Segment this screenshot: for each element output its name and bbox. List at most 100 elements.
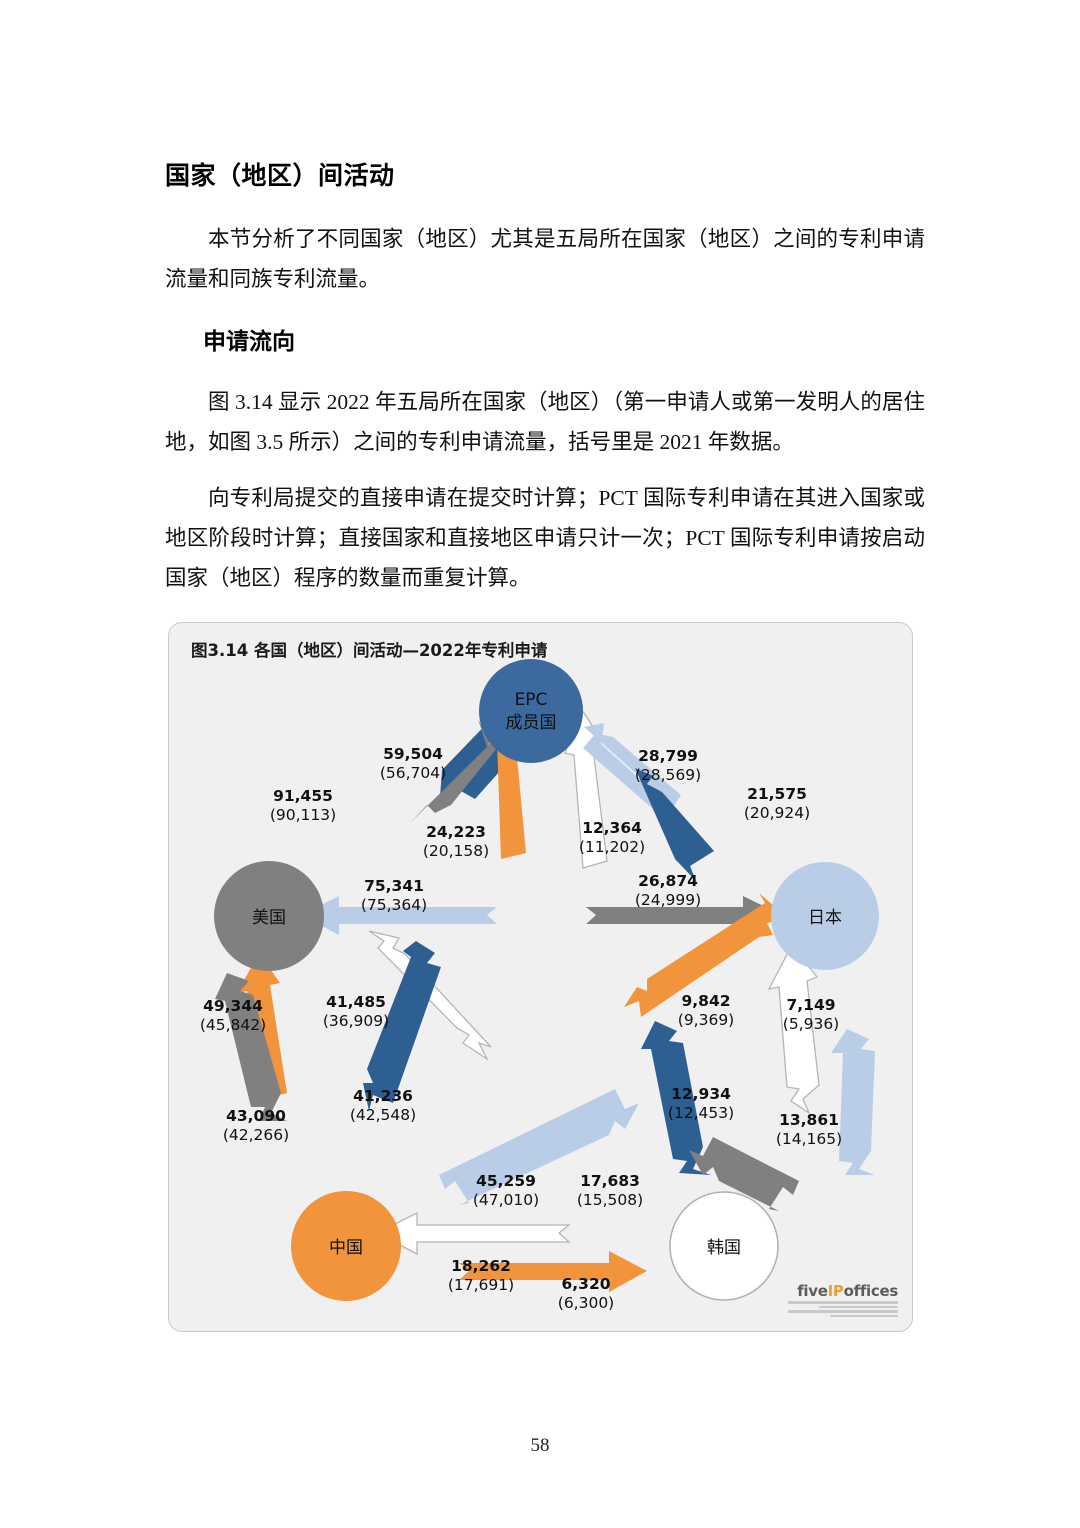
svg-text:(28,569): (28,569) [635, 766, 701, 784]
flow-diagram: EPC 成员国 美国 日本 中国 [200, 659, 879, 1312]
arrow-china-to-korea [459, 1251, 647, 1292]
svg-text:26,874: 26,874 [638, 872, 698, 890]
arrow-japan-to-usa [301, 896, 497, 935]
text-column: 国家（地区）间活动 本节分析了不同国家（地区）尤其是五局所在国家（地区）之间的专… [165, 160, 925, 598]
arrow-china-to-usa [237, 953, 287, 1099]
arrow-japan-to-korea [831, 1029, 875, 1175]
svg-text:24,223: 24,223 [426, 823, 486, 841]
figure-title: 图3.14 各国（地区）间活动—2022年专利申请 [191, 641, 548, 660]
svg-text:91,455: 91,455 [273, 787, 333, 805]
svg-text:18,262: 18,262 [451, 1257, 511, 1275]
svg-text:12,364: 12,364 [582, 819, 642, 837]
svg-text:21,575: 21,575 [747, 785, 807, 803]
logo-text-offices: offices [843, 1282, 899, 1300]
svg-text:49,344: 49,344 [203, 997, 263, 1015]
svg-text:(47,010): (47,010) [473, 1191, 539, 1209]
arrow-epc-to-china [363, 941, 441, 1111]
page-title: 国家（地区）间活动 [165, 161, 395, 190]
flow-label-china-korea: 6,320 (6,300) [558, 1275, 614, 1312]
svg-text:12,934: 12,934 [671, 1085, 731, 1103]
svg-text:41,236: 41,236 [353, 1087, 413, 1105]
svg-text:(20,158): (20,158) [423, 842, 489, 860]
arrow-usa-to-korea-lower [689, 1137, 799, 1211]
flow-label-layer: 91,455 (90,113) 59,504 (56,704) 24,223 (… [200, 745, 842, 1312]
node-china[interactable]: 中国 [291, 1191, 401, 1301]
flow-label-epc-korea: 12,934 (12,453) [668, 1085, 734, 1122]
flow-label-usa-china: 43,090 (42,266) [223, 1107, 289, 1144]
arrow-china-to-japan [624, 893, 789, 1017]
svg-text:(36,909): (36,909) [323, 1012, 389, 1030]
node-layer: EPC 成员国 美国 日本 中国 [214, 659, 879, 1301]
node-epc-label-line2: 成员国 [506, 713, 557, 733]
figure-3-14-panel: 图3.14 各国（地区）间活动—2022年专利申请 [168, 622, 913, 1332]
flow-label-china-usa: 49,344 (45,842) [200, 997, 266, 1034]
flow-label-epc-usa: 91,455 (90,113) [270, 787, 336, 824]
arrow-korea-to-japan [767, 943, 820, 1115]
svg-text:(42,266): (42,266) [223, 1126, 289, 1144]
svg-text:7,149: 7,149 [786, 996, 835, 1014]
flow-label-japan-usa: 75,341 (75,364) [361, 877, 427, 914]
node-epc-label-line1: EPC [515, 690, 548, 710]
logo-text-five: five [797, 1282, 828, 1300]
flow-label-japan-china: 45,259 (47,010) [473, 1172, 539, 1209]
paragraph-figure-ref: 图 3.14 显示 2022 年五局所在国家（地区）（第一申请人或第一发明人的居… [165, 390, 925, 455]
svg-text:75,341: 75,341 [364, 877, 424, 895]
flow-label-japan-korea: 13,861 (14,165) [776, 1111, 842, 1148]
svg-text:59,504: 59,504 [383, 745, 443, 763]
svg-text:13,861: 13,861 [779, 1111, 839, 1129]
flow-label-korea-japan: 7,149 (5,936) [783, 996, 839, 1033]
svg-text:(5,936): (5,936) [783, 1015, 839, 1033]
svg-text:(45,842): (45,842) [200, 1016, 266, 1034]
five-ip-offices-logo: fiveIPoffices [788, 1284, 898, 1319]
svg-text:(11,202): (11,202) [579, 838, 645, 856]
logo-subtitle-lines [788, 1301, 898, 1317]
node-korea[interactable]: 韩国 [669, 1191, 779, 1301]
logo-text-ip: IP [827, 1282, 844, 1300]
arrow-layer [215, 705, 875, 1292]
svg-text:(14,165): (14,165) [776, 1130, 842, 1148]
svg-text:(90,113): (90,113) [270, 806, 336, 824]
svg-text:(24,999): (24,999) [635, 891, 701, 909]
paragraph-intro: 本节分析了不同国家（地区）尤其是五局所在国家（地区）之间的专利申请流量和同族专利… [165, 226, 925, 291]
svg-text:(75,364): (75,364) [361, 896, 427, 914]
flow-label-korea-epc: 12,364 (11,202) [579, 819, 645, 856]
flow-label-japan-epc: 28,799 (28,569) [635, 747, 701, 784]
paragraph-methodology: 向专利局提交的直接申请在提交时计算；PCT 国际专利申请在其进入国家或地区阶段时… [165, 486, 925, 591]
svg-text:28,799: 28,799 [638, 747, 698, 765]
svg-text:(42,548): (42,548) [350, 1106, 416, 1124]
flow-label-usa-epc: 59,504 (56,704) [380, 745, 446, 782]
svg-text:41,485: 41,485 [326, 993, 386, 1011]
logo-wordmark: fiveIPoffices [788, 1284, 898, 1299]
node-korea-label: 韩国 [707, 1238, 741, 1258]
flow-label-korea-china: 18,262 (17,691) [448, 1257, 514, 1294]
flow-label-usa-korea-lower: 17,683 (15,508) [577, 1172, 643, 1209]
svg-text:(56,704): (56,704) [380, 764, 446, 782]
flow-label-china-epc: 24,223 (20,158) [423, 823, 489, 860]
svg-text:6,320: 6,320 [561, 1275, 610, 1293]
arrow-korea-to-china [375, 1211, 571, 1256]
svg-text:17,683: 17,683 [580, 1172, 640, 1190]
flow-label-epc-china: 41,236 (42,548) [350, 1087, 416, 1124]
svg-text:(12,453): (12,453) [668, 1104, 734, 1122]
arrow-epc-to-korea [641, 1021, 711, 1175]
page-number: 58 [530, 1435, 550, 1456]
node-japan[interactable]: 日本 [771, 862, 879, 970]
arrow-usa-to-japan [586, 896, 782, 935]
flow-label-usa-korea: 41,485 (36,909) [323, 993, 389, 1030]
svg-text:(6,300): (6,300) [558, 1294, 614, 1312]
flow-label-epc-japan: 21,575 (20,924) [744, 785, 810, 822]
svg-text:45,259: 45,259 [476, 1172, 536, 1190]
svg-text:9,842: 9,842 [681, 992, 730, 1010]
svg-text:(9,369): (9,369) [678, 1011, 734, 1029]
arrow-epc-to-japan [635, 768, 714, 881]
svg-text:(20,924): (20,924) [744, 804, 810, 822]
arrow-japan-to-china [439, 1089, 639, 1205]
node-china-label: 中国 [329, 1238, 363, 1258]
subsection-heading: 申请流向 [203, 328, 295, 354]
node-japan-label: 日本 [808, 908, 842, 928]
node-usa[interactable]: 美国 [214, 861, 324, 971]
svg-text:43,090: 43,090 [226, 1107, 286, 1125]
arrow-usa-to-china [215, 973, 287, 1121]
node-epc[interactable]: EPC 成员国 [479, 659, 583, 763]
